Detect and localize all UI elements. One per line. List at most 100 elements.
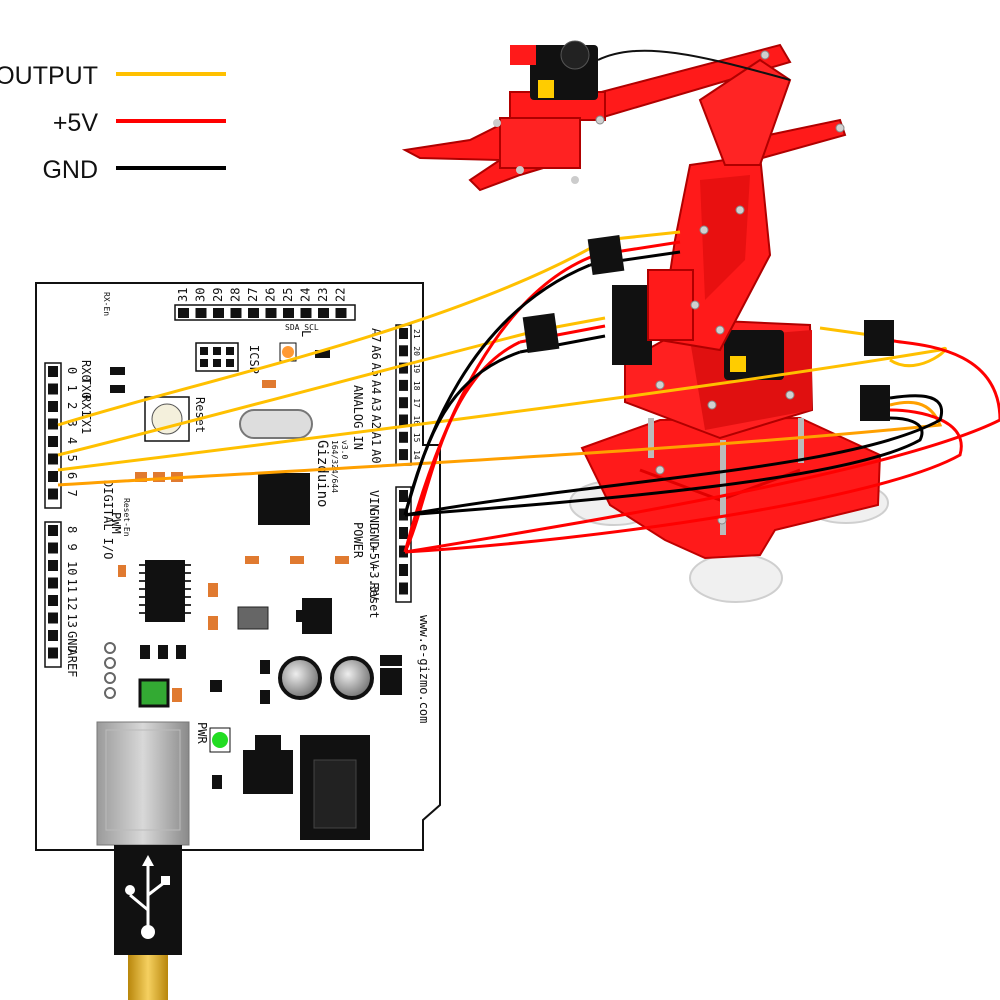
power-pin	[399, 527, 408, 539]
brand-label: Gizduino	[314, 440, 330, 507]
servo-connector	[587, 234, 625, 276]
digital-pin	[48, 647, 58, 659]
analog-pin-number: 18	[412, 381, 421, 391]
analog-pin-name: A6	[369, 345, 383, 359]
suction-cup	[689, 553, 783, 603]
digital-pin	[48, 436, 58, 447]
power-pin-name: VIN	[367, 490, 381, 512]
header-pin-number: 25	[281, 288, 295, 302]
signal-wire	[57, 238, 606, 427]
digital-pin	[48, 453, 58, 465]
usb-cable	[114, 845, 182, 1000]
digital-pin-number: 13	[65, 614, 79, 628]
usb-plug-tip	[128, 955, 168, 1000]
gnd-wire	[403, 263, 591, 516]
digital-pin-number: 0	[65, 367, 79, 374]
power-pin	[399, 490, 408, 502]
digital-pin	[48, 595, 58, 606]
analog-pin-number: 19	[412, 364, 421, 374]
header-pin-number: 29	[211, 288, 225, 302]
pwm-label: PWM	[109, 512, 123, 534]
servo-connector	[860, 385, 890, 421]
robot-arm	[401, 40, 889, 603]
signal-wire	[57, 400, 943, 487]
header-pin-number: 22	[334, 288, 348, 302]
analog-pin-number: 20	[412, 346, 421, 356]
header-pin-number: 30	[194, 288, 208, 302]
digital-pin-number: 6	[65, 472, 79, 479]
digital-pin-number: 4	[65, 437, 79, 444]
digital-pin	[48, 488, 58, 500]
digital-pin-number: AREF	[65, 649, 79, 678]
analog-in-label: ANALOG IN	[351, 385, 365, 450]
power-pin-name: +3.3V	[367, 564, 381, 600]
digital-pin	[48, 471, 58, 482]
reset-label: Reset	[193, 397, 207, 433]
power-pin-name: GND	[367, 527, 381, 549]
analog-pin	[399, 397, 408, 409]
digital-pin	[48, 577, 58, 589]
header-pin	[248, 308, 259, 318]
rx-en-label: RX-En	[102, 292, 111, 316]
header-pin	[230, 308, 242, 318]
wires	[57, 230, 1000, 554]
analog-pin-number: 17	[412, 398, 421, 408]
legend-5v-label: +5V	[53, 109, 99, 137]
header-pin	[300, 308, 312, 318]
power-pin-name: +5V	[367, 546, 381, 568]
digital-pin-number: 10	[65, 561, 79, 575]
model-label: 164/324/644	[330, 440, 339, 493]
digital-pin-number: 11	[65, 579, 79, 593]
digital-pin-number: GND	[65, 631, 79, 653]
l-led	[282, 346, 294, 358]
power-pin-name: GND	[367, 509, 381, 531]
analog-pin-name: A4	[369, 380, 383, 394]
digital-pin-number: 8	[65, 526, 79, 533]
diode	[380, 655, 402, 695]
servo-connector	[864, 320, 894, 356]
digital-pin-number: 3	[65, 420, 79, 427]
servo-connectors	[522, 234, 894, 421]
base-plate	[580, 416, 882, 560]
analog-pin	[399, 328, 408, 339]
usb-icon	[125, 855, 170, 939]
crystal	[239, 409, 313, 439]
header-pin-number: 27	[246, 288, 260, 302]
analog-pin	[399, 345, 408, 357]
analog-pin-number: 21	[412, 329, 421, 339]
header-pin-number: 23	[316, 288, 330, 302]
sda-scl-label: SDA SCL	[285, 323, 319, 332]
power-pin	[399, 564, 408, 576]
header-pin	[178, 308, 189, 318]
digital-pin	[48, 401, 58, 412]
analog-pin	[399, 449, 408, 461]
header-pin	[213, 308, 224, 318]
digital-pin-number: 7	[65, 490, 79, 497]
power-wire	[404, 338, 1000, 554]
power-pin	[399, 545, 408, 558]
header-pin-number: 26	[264, 288, 278, 302]
analog-pin	[399, 362, 408, 374]
gnd-wire	[404, 416, 924, 517]
gnd-wire	[404, 394, 944, 517]
digital-pin	[48, 612, 58, 624]
header-pin-number: 24	[299, 288, 313, 302]
signal-wire	[57, 346, 947, 472]
header-pin	[318, 308, 329, 318]
analog-pin	[399, 379, 408, 391]
digital-pin	[48, 630, 58, 641]
legend-output-label: OUTPUT	[0, 62, 98, 90]
digital-pin	[48, 383, 58, 395]
digital-pin-number: 5	[65, 455, 79, 462]
legend-gnd-label: GND	[42, 156, 98, 184]
digital-pin	[48, 418, 58, 430]
header-pin	[283, 308, 294, 318]
digital-pin-name: RX0	[79, 360, 93, 382]
fuse	[138, 678, 170, 708]
pwr-label: PWR	[195, 722, 209, 744]
